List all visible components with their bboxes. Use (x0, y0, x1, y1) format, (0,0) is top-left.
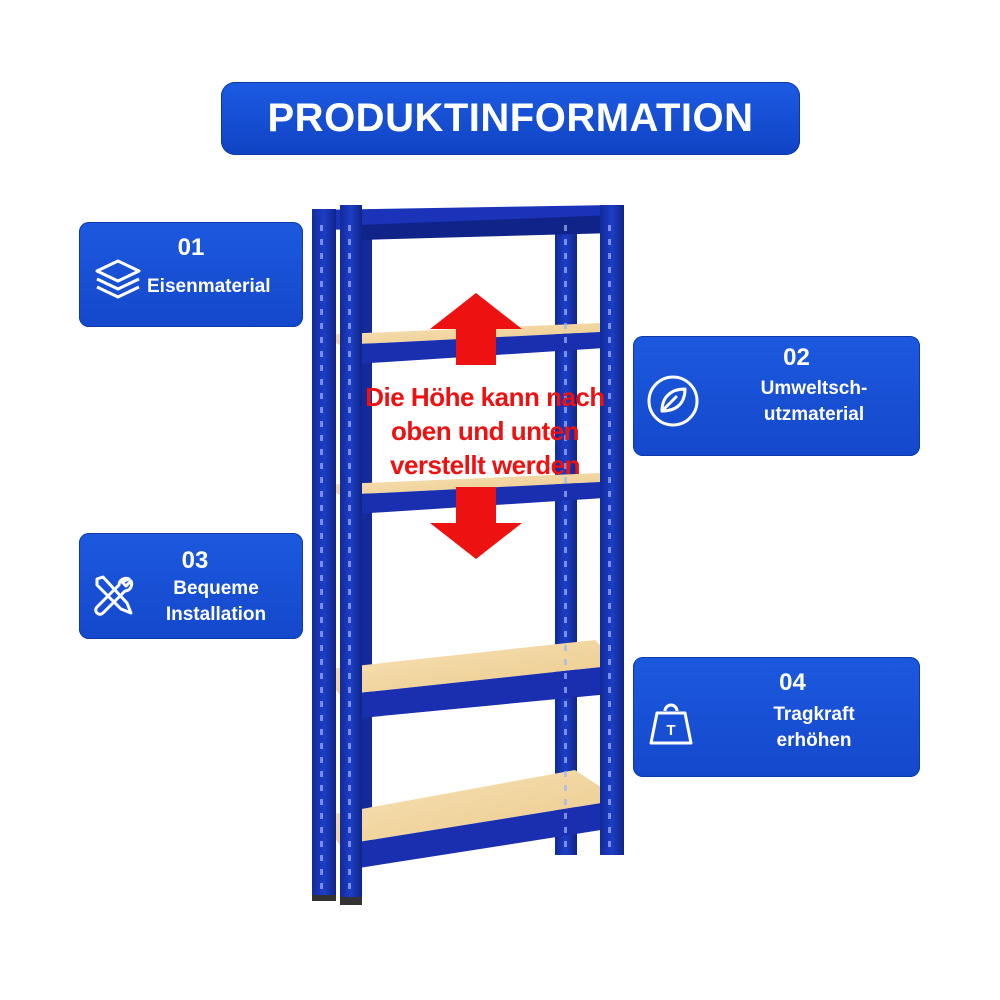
tools-icon (94, 575, 134, 616)
feature-card-eco: 02 Umweltsch-utzmaterial (633, 336, 920, 456)
height-adjustable-note: Die Höhe kann nach oben und unten verste… (365, 382, 605, 480)
feature-number: 01 (177, 234, 205, 261)
feature-number: 02 (783, 344, 810, 371)
arrow-up-icon (430, 293, 522, 365)
feature-card-iron: 01 Eisenmaterial (79, 222, 303, 327)
page-title: PRODUKTINFORMATION (221, 82, 800, 155)
feature-label: Umweltsch-utzmaterial (729, 376, 899, 428)
layers-icon (95, 259, 141, 299)
feature-number: 04 (779, 669, 806, 696)
feature-label-line: Umweltsch-utzmaterial (760, 378, 868, 425)
weight-icon: T (649, 703, 693, 745)
arrow-down-icon (430, 487, 522, 559)
leaf-icon (647, 375, 699, 427)
feature-label: Eisenmaterial (147, 276, 271, 297)
feature-number: 03 (181, 547, 209, 574)
shelving-unit-image (312, 205, 624, 905)
svg-text:T: T (666, 722, 675, 739)
